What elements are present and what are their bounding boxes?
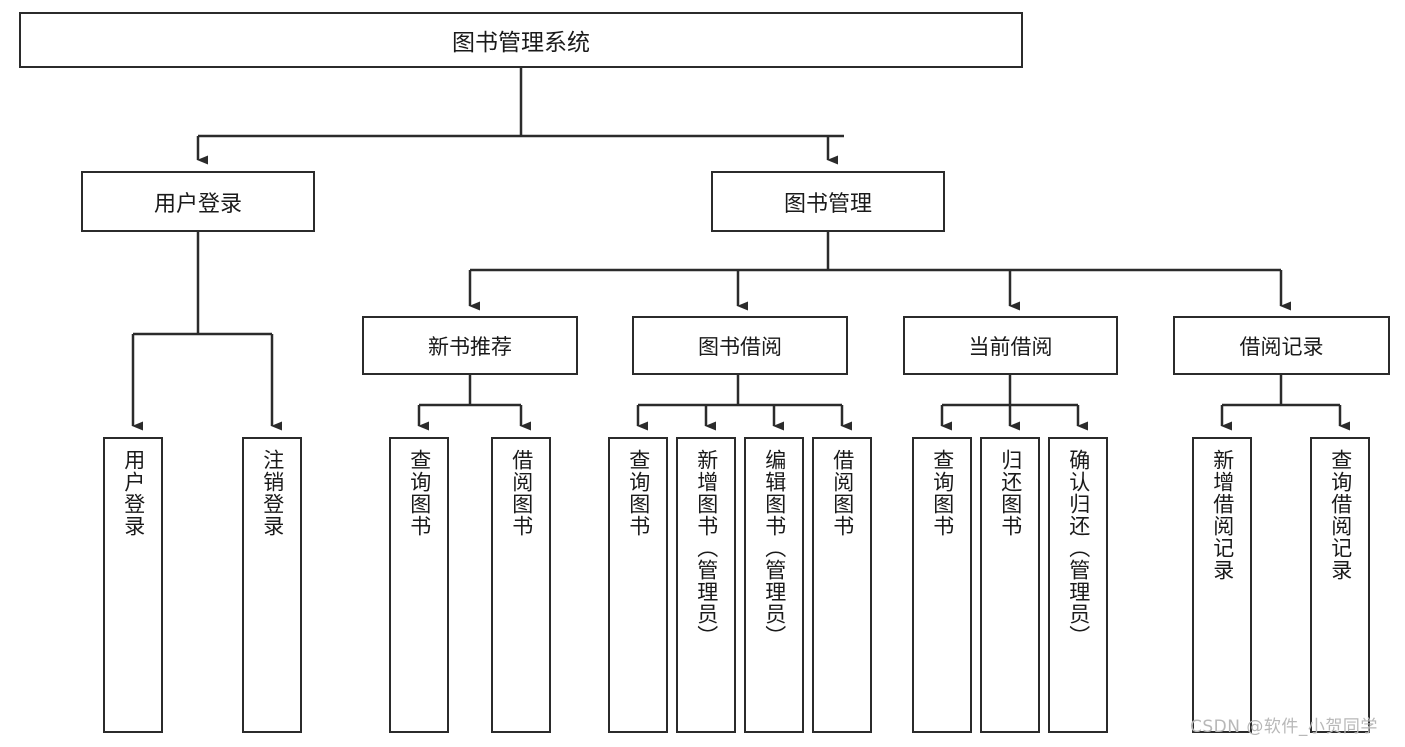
leaf-current-borrow-query[interactable]: 查询图书 [912, 437, 972, 733]
node-book-borrow[interactable]: 图书借阅 [632, 316, 848, 375]
leaf-label: 编辑图书（管理员） [762, 449, 787, 647]
leaf-book-borrow-query[interactable]: 查询图书 [608, 437, 668, 733]
leaf-label: 注销登录 [260, 449, 285, 537]
leaf-borrow-record-add[interactable]: 新增借阅记录 [1192, 437, 1252, 733]
node-current-borrow[interactable]: 当前借阅 [903, 316, 1118, 375]
leaf-label: 新增借阅记录 [1210, 449, 1235, 581]
node-borrow-record[interactable]: 借阅记录 [1173, 316, 1390, 375]
leaf-label: 借阅图书 [509, 449, 534, 537]
leaf-label: 查询借阅记录 [1328, 449, 1353, 581]
leaf-current-borrow-confirm-return[interactable]: 确认归还（管理员） [1048, 437, 1108, 733]
leaf-book-borrow-edit[interactable]: 编辑图书（管理员） [744, 437, 804, 733]
leaf-book-borrow-borrow[interactable]: 借阅图书 [812, 437, 872, 733]
leaf-label: 归还图书 [998, 449, 1023, 537]
leaf-new-book-query[interactable]: 查询图书 [389, 437, 449, 733]
node-new-book-recommend[interactable]: 新书推荐 [362, 316, 578, 375]
leaf-new-book-borrow[interactable]: 借阅图书 [491, 437, 551, 733]
leaf-current-borrow-return[interactable]: 归还图书 [980, 437, 1040, 733]
leaf-book-borrow-add[interactable]: 新增图书（管理员） [676, 437, 736, 733]
leaf-user-login-login[interactable]: 用户登录 [103, 437, 163, 733]
node-root-system[interactable]: 图书管理系统 [19, 12, 1023, 68]
csdn-watermark: CSDN @软件_小贺同学 [1190, 717, 1378, 737]
leaf-label: 新增图书（管理员） [694, 449, 719, 647]
leaf-label: 确认归还（管理员） [1066, 449, 1091, 647]
node-book-management[interactable]: 图书管理 [711, 171, 945, 232]
node-user-login[interactable]: 用户登录 [81, 171, 315, 232]
leaf-user-login-logout[interactable]: 注销登录 [242, 437, 302, 733]
leaf-label: 查询图书 [930, 449, 955, 537]
leaf-label: 查询图书 [626, 449, 651, 537]
leaf-label: 借阅图书 [830, 449, 855, 537]
leaf-borrow-record-query[interactable]: 查询借阅记录 [1310, 437, 1370, 733]
leaf-label: 用户登录 [121, 449, 146, 537]
leaf-label: 查询图书 [407, 449, 432, 537]
